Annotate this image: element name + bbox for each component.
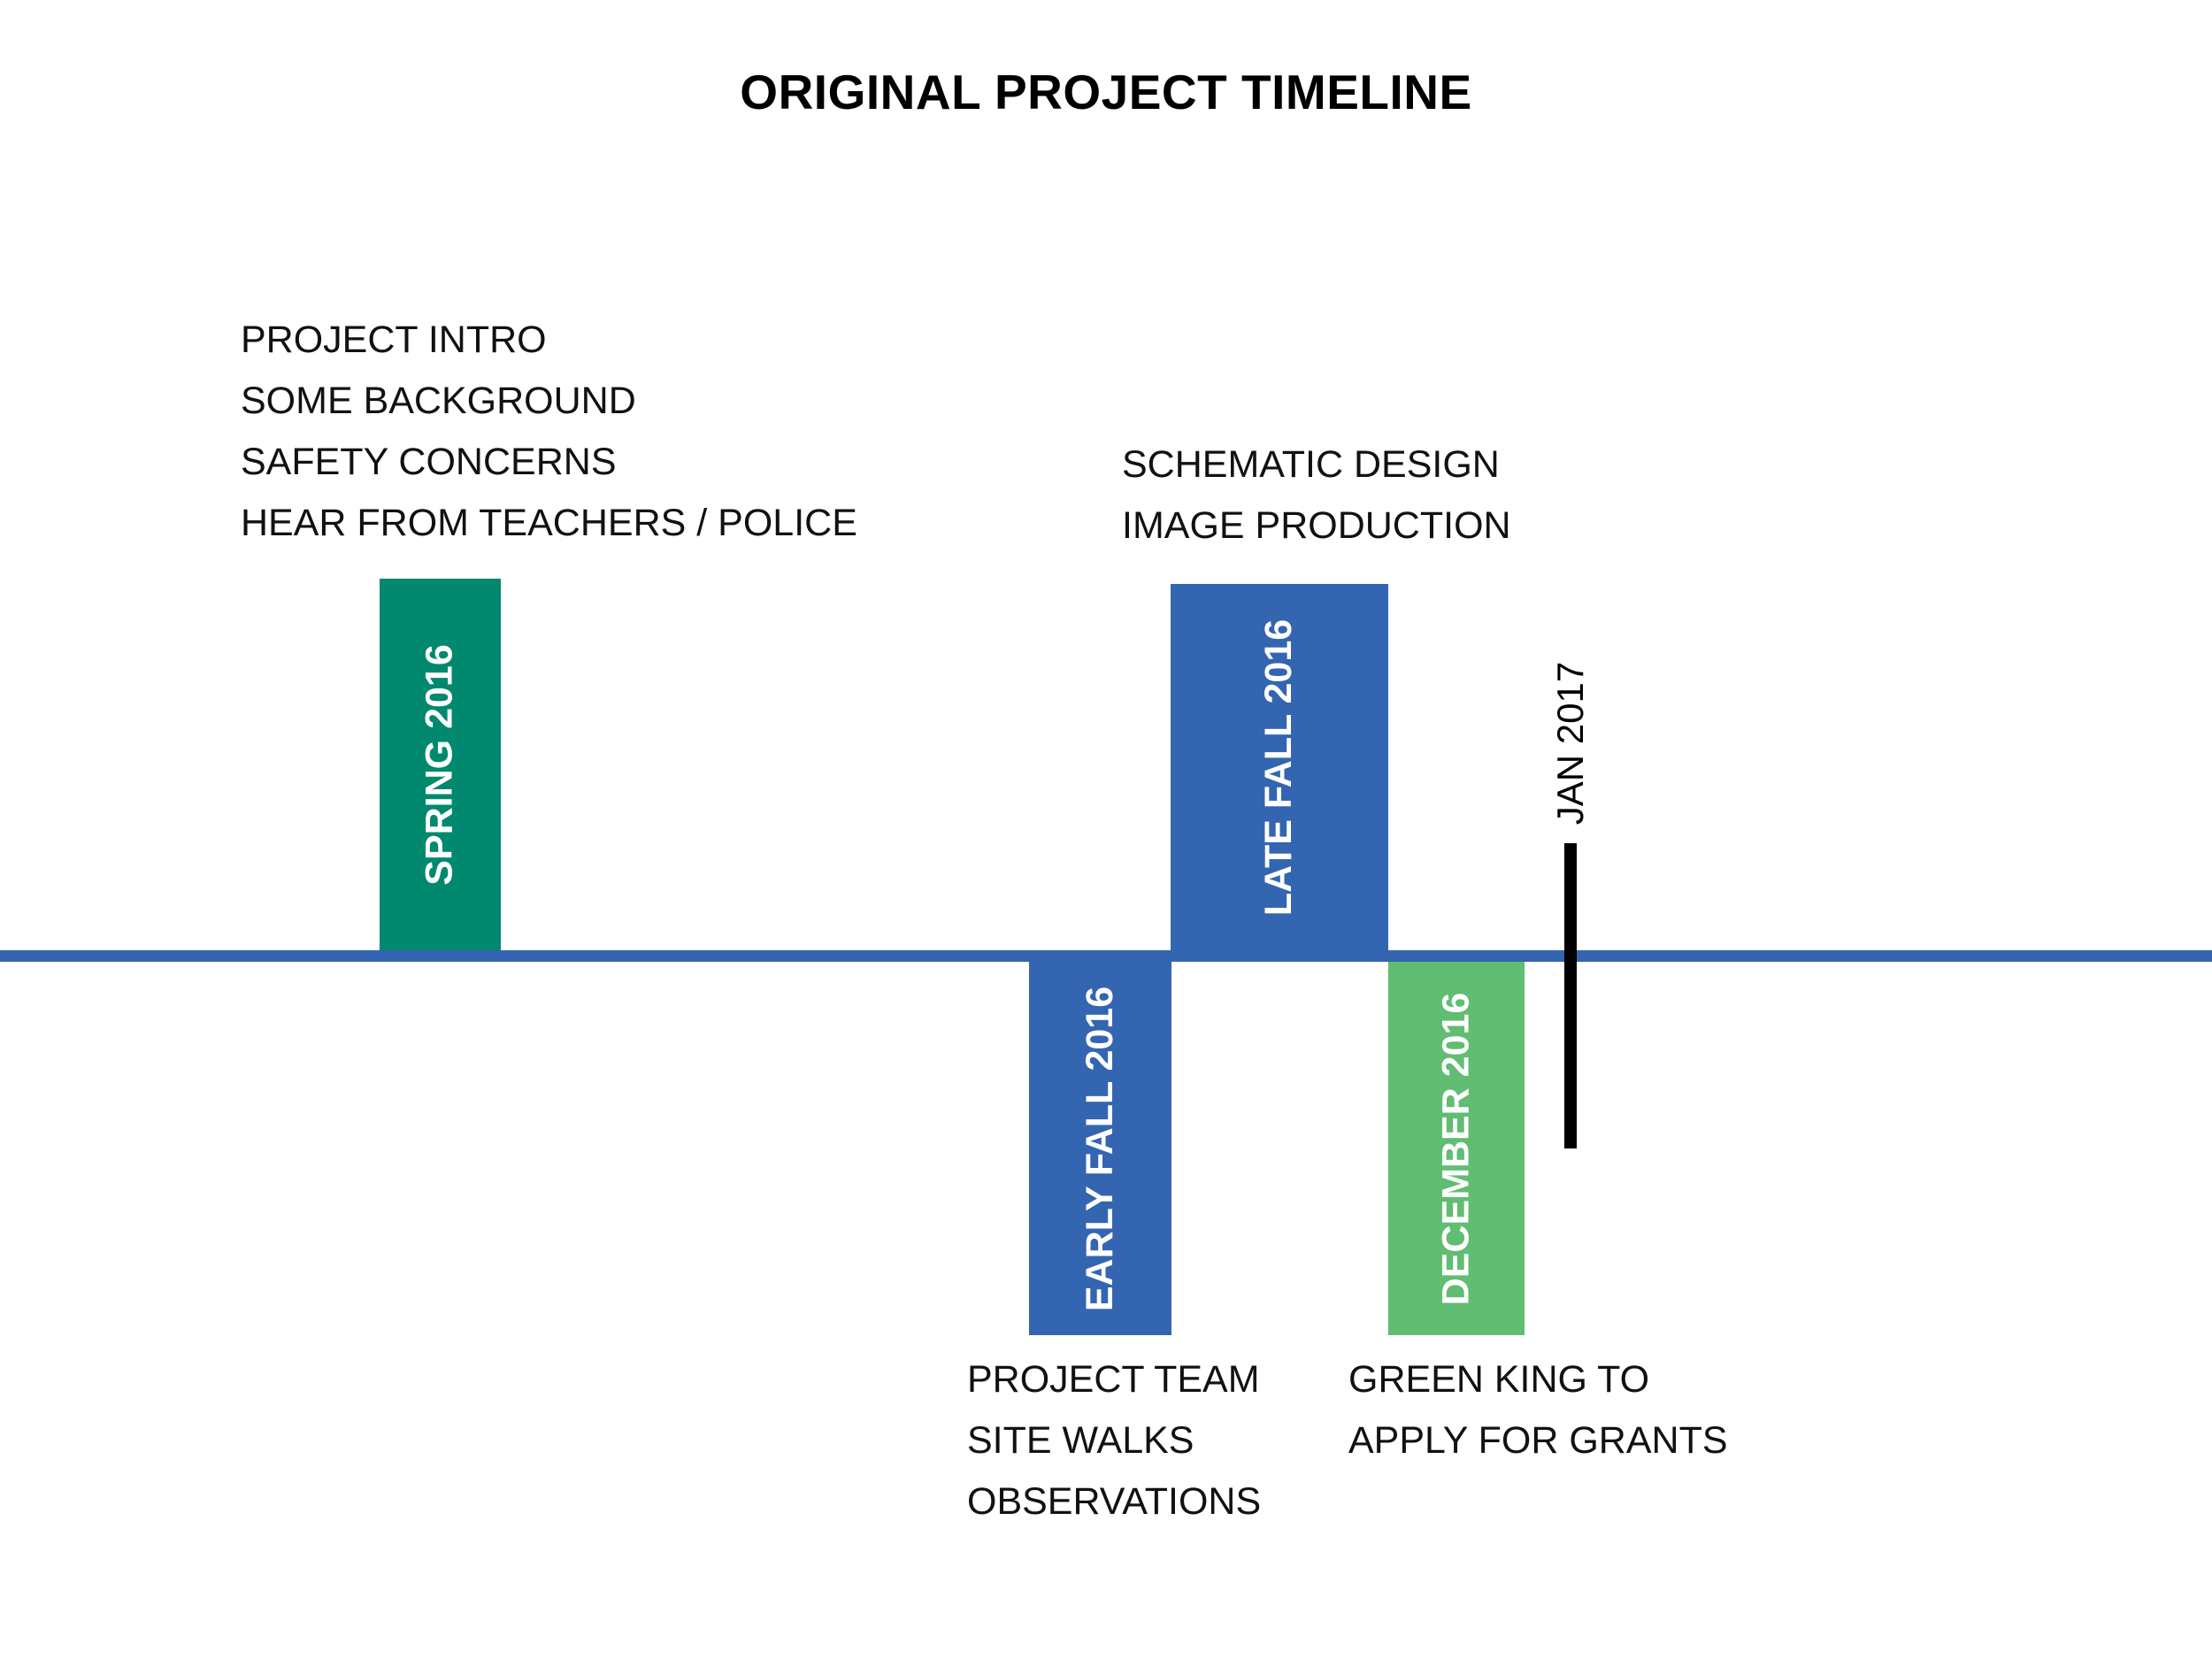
phase-bar-early-fall-2016: EARLY FALL 2016: [1029, 962, 1171, 1335]
notes-late-fall-2016: SCHEMATIC DESIGN IMAGE PRODUCTION: [1122, 434, 1511, 557]
phase-bar-late-fall-2016: LATE FALL 2016: [1171, 584, 1388, 950]
phase-bar-december-2016: DECEMBER 2016: [1388, 962, 1525, 1335]
note-line: SITE WALKS: [967, 1419, 1194, 1462]
milestone-marker: [1564, 843, 1577, 1148]
note-line: PROJECT INTRO: [241, 319, 547, 361]
note-line: PROJECT TEAM: [967, 1358, 1260, 1401]
note-line: SCHEMATIC DESIGN: [1122, 443, 1500, 486]
note-line: OBSERVATIONS: [967, 1480, 1262, 1523]
timeline-axis: [0, 950, 2212, 962]
note-line: GREEN KING TO: [1348, 1358, 1650, 1401]
notes-early-fall-2016: PROJECT TEAM SITE WALKS OBSERVATIONS: [967, 1349, 1261, 1532]
milestone-label: JAN 2017: [1549, 661, 1591, 826]
phase-bar-spring-2016: SPRING 2016: [380, 579, 501, 950]
note-line: APPLY FOR GRANTS: [1348, 1419, 1728, 1462]
note-line: SAFETY CONCERNS: [241, 441, 617, 483]
phase-label-late-fall-2016: LATE FALL 2016: [1257, 618, 1301, 916]
note-line: SOME BACKGROUND: [241, 380, 636, 422]
phase-label-december-2016: DECEMBER 2016: [1434, 992, 1478, 1305]
phase-label-early-fall-2016: EARLY FALL 2016: [1079, 986, 1122, 1311]
note-line: IMAGE PRODUCTION: [1122, 504, 1511, 547]
notes-december-2016: GREEN KING TO APPLY FOR GRANTS: [1348, 1349, 1728, 1471]
note-line: HEAR FROM TEACHERS / POLICE: [241, 502, 857, 544]
page-title: ORIGINAL PROJECT TIMELINE: [740, 65, 1472, 119]
notes-spring-2016: PROJECT INTRO SOME BACKGROUND SAFETY CON…: [241, 310, 857, 554]
phase-label-spring-2016: SPRING 2016: [419, 643, 461, 886]
